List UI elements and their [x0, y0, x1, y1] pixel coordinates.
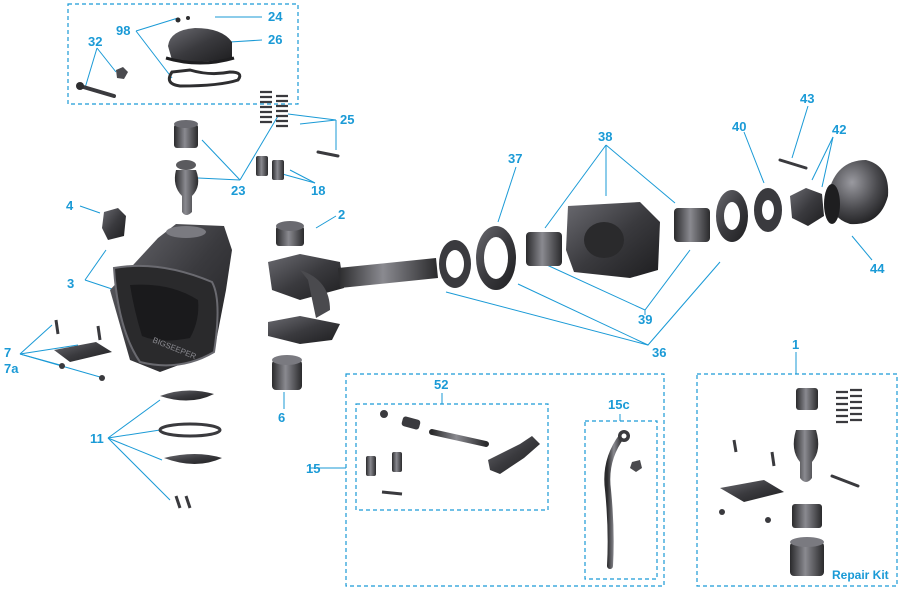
callout-39: 39 [638, 312, 653, 327]
shift-group-box [345, 373, 665, 587]
nut-cap-group [778, 158, 889, 226]
callout-43: 43 [800, 91, 815, 106]
callout-15: 15 [306, 461, 321, 476]
parts-group-11 [158, 390, 222, 509]
callout-15c: 15c [608, 397, 630, 412]
callout-23: 23 [231, 183, 246, 198]
bushing-2 [276, 221, 304, 246]
seal-set [439, 226, 516, 290]
callout-26: 26 [268, 32, 283, 47]
steering-knuckle: BIGSEEPER [110, 224, 232, 372]
bracket-4 [102, 208, 126, 240]
callout-40: 40 [732, 119, 747, 134]
callout-36: 36 [652, 345, 667, 360]
cap-group-parts [76, 16, 242, 98]
callout-37: 37 [508, 151, 523, 166]
repair-kit-label: Repair Kit [832, 568, 889, 582]
callout-4: 4 [66, 198, 74, 213]
cap-clip [167, 68, 242, 88]
callout-11: 11 [90, 431, 104, 446]
spring-pair [260, 90, 288, 128]
callout-24: 24 [268, 9, 283, 24]
shift-rod-box [584, 420, 658, 580]
hub-assembly [526, 202, 710, 278]
callout-7: 7 [4, 345, 12, 360]
repair-kit-box [696, 373, 898, 587]
plate-assembly-7 [54, 319, 112, 381]
callout-18: 18 [311, 183, 326, 198]
linkage-parts [366, 410, 540, 496]
callout-38: 38 [598, 129, 613, 144]
callout-44: 44 [870, 261, 885, 276]
callout-42: 42 [832, 122, 847, 137]
cap-bolt [78, 84, 116, 98]
callout-3: 3 [67, 276, 75, 291]
axle-shaft [268, 254, 438, 344]
pivot-assembly [174, 120, 284, 215]
callout-32: 32 [88, 34, 103, 49]
repair-kit-parts [719, 388, 862, 576]
linkage-kit-box [355, 403, 549, 511]
callout-98: 98 [116, 23, 131, 38]
bushing-6 [272, 355, 302, 390]
pin-25 [316, 150, 340, 158]
callout-25: 25 [340, 112, 355, 127]
washer-set [716, 188, 782, 242]
callout-1: 1 [792, 337, 800, 352]
steering-cap [168, 28, 232, 62]
shift-rod [604, 430, 642, 569]
callout-2: 2 [338, 207, 346, 222]
callout-52: 52 [434, 377, 449, 392]
cap-group-box [67, 3, 299, 105]
cap-nut [116, 67, 128, 79]
callout-6: 6 [278, 410, 286, 425]
callout-7a: 7a [4, 361, 19, 376]
leader-lines [19, 16, 873, 501]
